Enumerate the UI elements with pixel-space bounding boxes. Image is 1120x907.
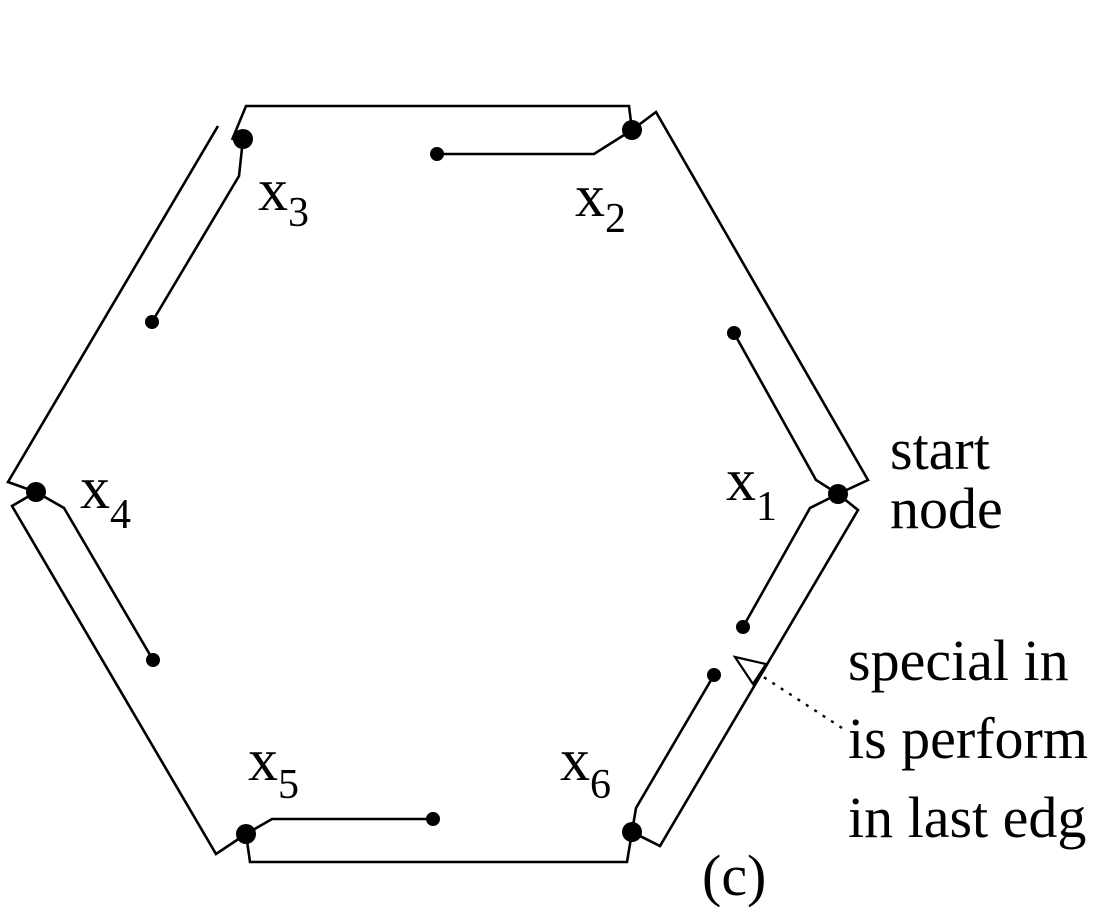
inner-strokes [35,128,839,836]
label-x1: x1 [726,447,777,530]
arrowhead-icon [732,655,768,687]
node-x4-dot [26,482,46,502]
endpoint-dot [430,147,444,161]
stroke-x4 [35,490,155,661]
start-label-line2: node [890,476,1003,541]
endpoint-dot [727,326,741,340]
annotation-arrow [732,655,843,730]
node-dots [26,120,848,844]
outer-outline [6,104,870,864]
endpoint-dot [736,620,750,634]
endpoint-dot [707,668,721,682]
node-x6-dot [622,822,642,842]
annotation-line2: is perform [848,706,1088,771]
label-x3: x3 [258,157,309,236]
node-x3-dot [233,129,253,149]
node-x1-dot [828,484,848,504]
label-x5: x5 [248,727,299,808]
annotation-line3: in last edg [848,785,1086,850]
node-x2-dot [622,120,642,140]
stroke-x6 [630,674,716,833]
annotation-line1: special in [848,628,1069,693]
label-x4: x4 [80,455,131,538]
endpoint-dots [145,147,750,826]
stroke-x1-down [741,492,839,628]
stroke-x2 [437,128,633,156]
label-x6: x6 [560,727,611,808]
stroke-x3 [150,138,245,323]
endpoint-dot [426,812,440,826]
stroke-x5 [245,817,433,836]
endpoint-dot [146,653,160,667]
node-x5-dot [236,824,256,844]
label-x2: x2 [575,163,626,242]
endpoint-dot [145,315,159,329]
panel-label: (c) [702,843,766,907]
start-label-line1: start [890,417,990,482]
